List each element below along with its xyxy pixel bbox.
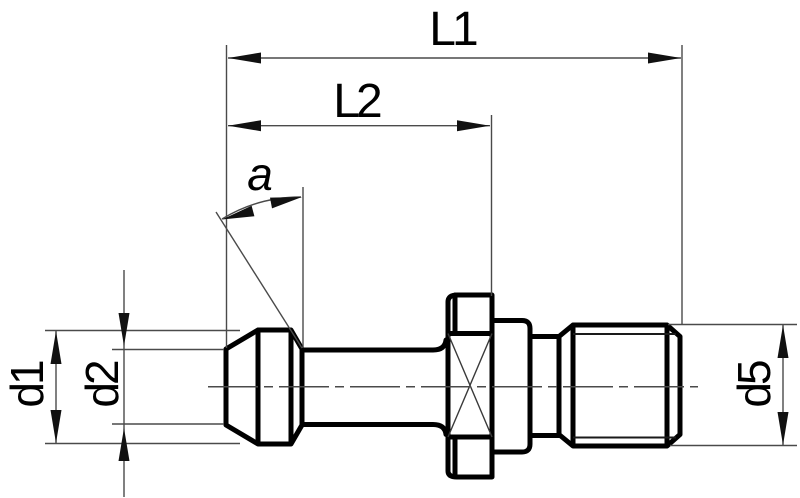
l1-arrow-left — [228, 52, 261, 64]
l1-label: L1 — [429, 3, 477, 56]
angle-cone-construction-line — [215, 211, 303, 349]
d5-label: d5 — [728, 361, 780, 408]
l2-arrow-right — [457, 120, 490, 132]
l2-label: L2 — [333, 75, 381, 128]
d5-arrow-top — [777, 325, 789, 358]
angle-arrow-right — [270, 197, 302, 209]
d2-label: d2 — [76, 361, 128, 408]
d5-arrow-bottom — [777, 412, 789, 445]
dimension-d2: d2 — [76, 270, 224, 497]
thread-outline — [556, 322, 683, 449]
d2-arrow-bottom — [118, 428, 130, 461]
thread-relief-outline — [527, 334, 562, 438]
l1-arrow-right — [648, 52, 681, 64]
dimension-l2: L2 — [228, 75, 493, 296]
angle-label: a — [247, 148, 273, 200]
dimension-d5: d5 — [668, 323, 797, 447]
d2-arrow-top — [118, 313, 130, 346]
angle-arrow-left — [222, 205, 255, 220]
part-outline — [208, 292, 698, 480]
dimension-angle-a: a — [215, 148, 304, 349]
thread-root-lines — [573, 333, 676, 439]
d1-arrow-bottom — [50, 410, 62, 443]
d1-arrow-top — [50, 331, 62, 364]
l2-arrow-left — [228, 120, 261, 132]
dimension-l1: L1 — [225, 3, 683, 348]
dimension-d1: d1 — [1, 329, 240, 445]
flange-flat-cross — [447, 333, 493, 438]
d1-label: d1 — [1, 361, 53, 408]
